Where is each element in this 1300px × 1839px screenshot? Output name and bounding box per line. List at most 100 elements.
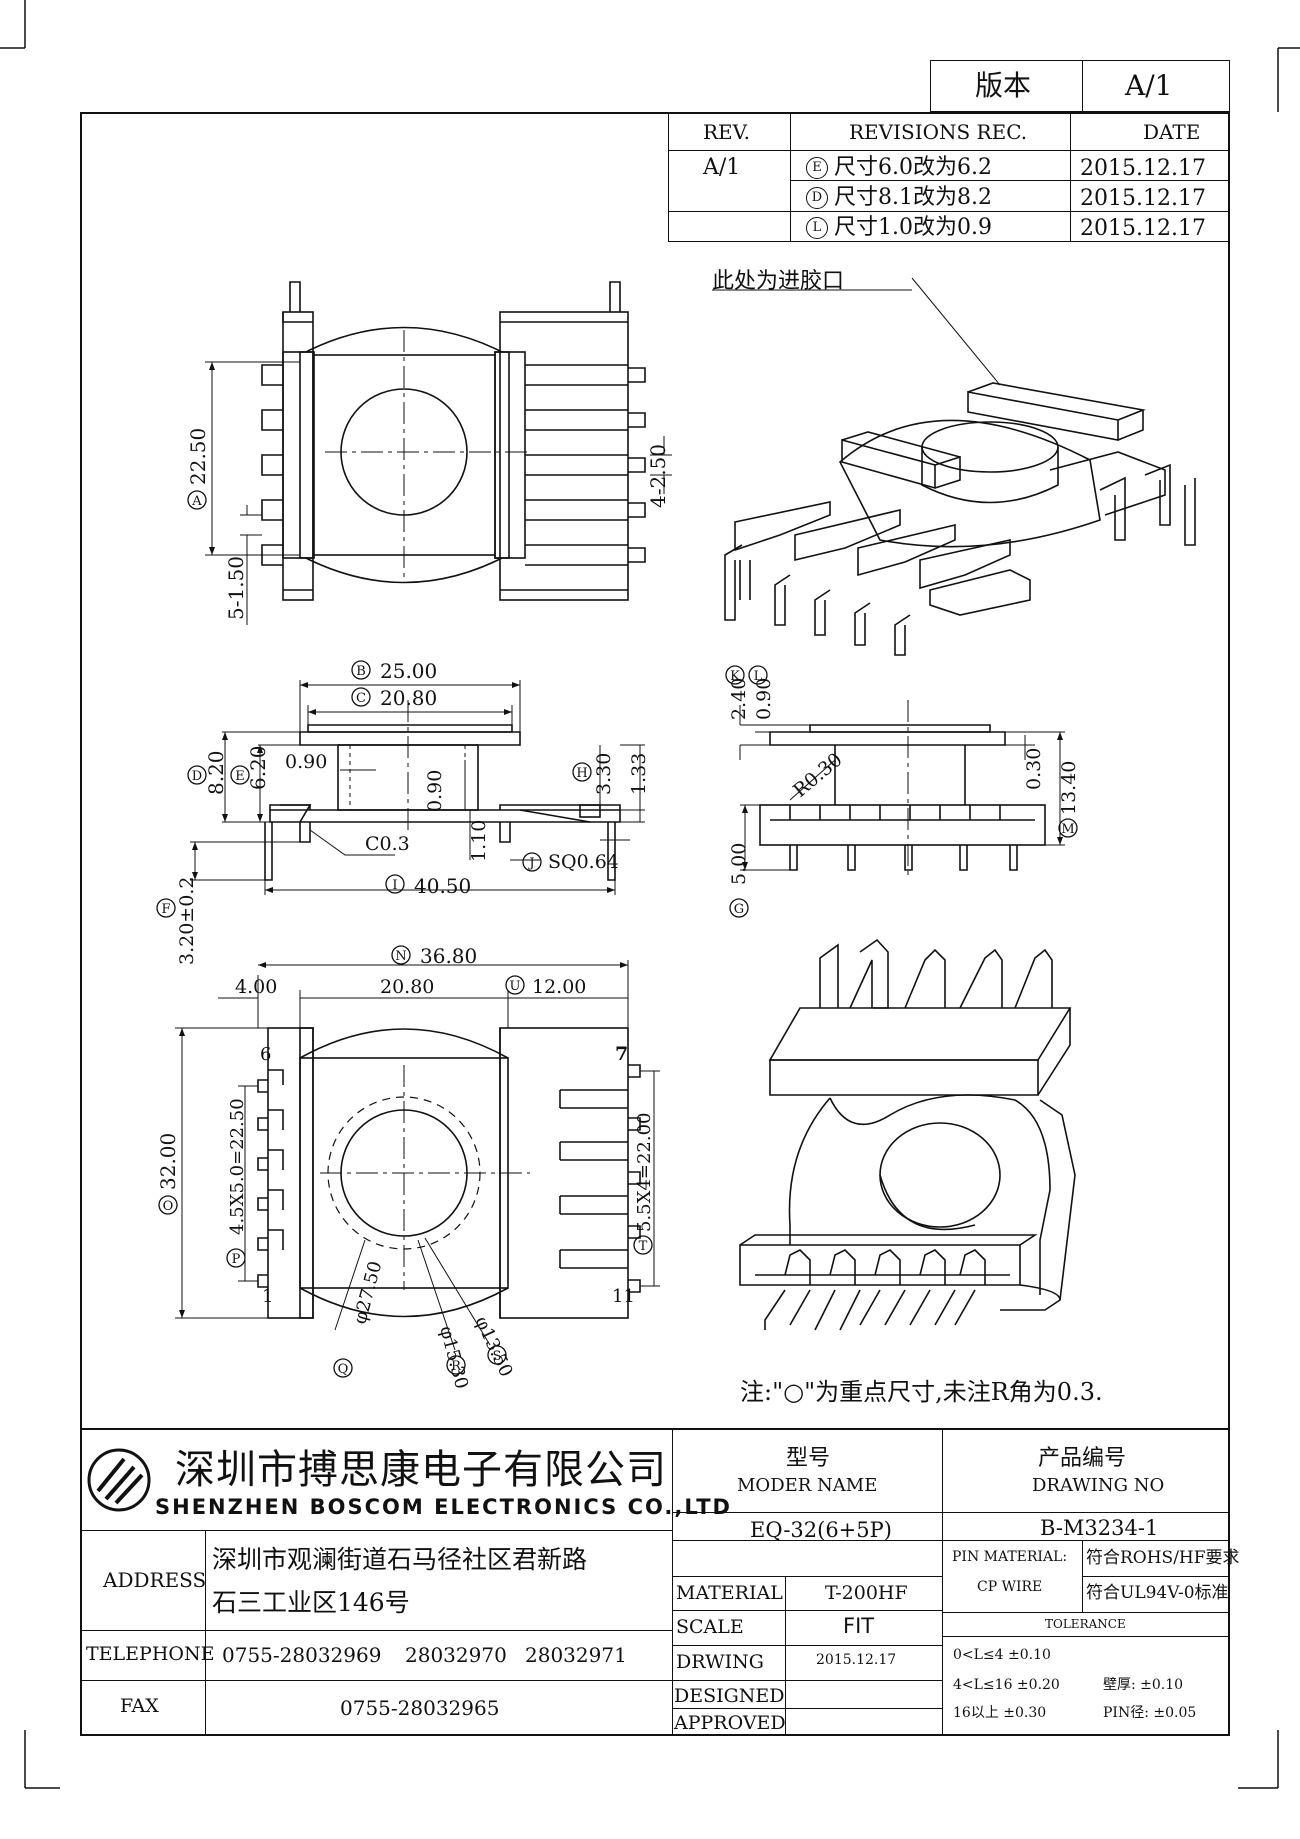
isometric-view-top <box>712 277 1196 656</box>
callout-e-icon: E <box>806 157 828 179</box>
company-logo-icon <box>87 1448 151 1512</box>
pin-1-label: 1 <box>262 1286 273 1307</box>
bottom-view <box>175 960 660 1351</box>
telephone-label: TELEPHONE <box>86 1643 215 1665</box>
telephone-2: 28032970 <box>405 1643 507 1667</box>
rev-value: A/1 <box>703 155 741 180</box>
pin-tolerance: PIN径: ±0.05 <box>1103 1705 1197 1721</box>
date-header: DATE <box>1143 120 1201 144</box>
fax-label: FAX <box>120 1695 159 1717</box>
svg-text:Q: Q <box>338 1362 349 1377</box>
revision-date: 2015.12.17 <box>1080 216 1206 241</box>
svg-text:J: J <box>527 856 534 871</box>
model-label-en: MODER NAME <box>737 1475 878 1496</box>
dim-l-label: 0.90 <box>753 678 775 720</box>
dim-k-label: 2.40 <box>728 678 750 720</box>
dim-wall-label: 0.90 <box>424 770 446 812</box>
titleblock-top-line <box>80 1428 1230 1430</box>
dim-m-label: 13.40 <box>1058 761 1080 815</box>
wall-tolerance: 壁厚: ±0.10 <box>1103 1677 1184 1693</box>
dim-r-label: φ15.30 <box>435 1324 472 1391</box>
dim-f-label: 3.20±0.2 <box>176 877 198 965</box>
svg-text:K: K <box>730 669 740 684</box>
version-value: A/1 <box>1125 69 1173 102</box>
fax-value: 0755-28032965 <box>340 1696 500 1720</box>
pin-material-label: PIN MATERIAL: <box>952 1549 1068 1565</box>
tolerance-label: TOLERANCE <box>1045 1617 1126 1631</box>
company-name-en: SHENZHEN BOSCOM ELECTRONICS CO.,LTD <box>155 1495 732 1519</box>
front-view <box>190 680 645 895</box>
svg-text:I: I <box>392 878 397 893</box>
dim-flange-label: 0.90 <box>285 751 327 773</box>
isometric-view-bottom <box>739 938 1076 1331</box>
dim-b-label: 25.00 <box>380 659 437 683</box>
dim-d-label: 8.20 <box>204 750 228 795</box>
telephone-1: 0755-28032969 <box>222 1643 382 1667</box>
drawing-label-en: DRAWING NO <box>1032 1475 1165 1496</box>
dim-pin-label: 5-1.50 <box>224 556 248 620</box>
address-label: ADDRESS <box>103 1568 207 1592</box>
svg-text:U: U <box>510 979 521 994</box>
address-line1: 深圳市观澜街道石马径社区君新路 <box>212 1545 588 1574</box>
svg-text:F: F <box>161 902 170 917</box>
svg-text:E: E <box>235 769 245 784</box>
dim-gap-label: 1.10 <box>468 820 490 862</box>
dim-a-label: 22.50 <box>186 428 210 485</box>
svg-text:C: C <box>356 691 366 706</box>
gate-note: 此处为进胶口 <box>712 269 844 294</box>
svg-text:L: L <box>754 669 763 684</box>
dim-pitch-label: 4-2.50 <box>646 444 670 508</box>
version-box <box>930 60 1230 112</box>
svg-text:A: A <box>191 494 202 509</box>
revision-text: 尺寸8.1改为8.2 <box>834 185 992 210</box>
revision-date: 2015.12.17 <box>1080 156 1206 181</box>
drwing-label: DRWING <box>676 1651 764 1673</box>
approved-label: APPROVED <box>674 1712 786 1734</box>
svg-text:H: H <box>576 766 587 781</box>
pin-material-value: CP WIRE <box>977 1579 1043 1595</box>
svg-text:G: G <box>734 902 744 917</box>
rev-header: REV. <box>703 120 750 144</box>
dim-n-label: 36.80 <box>420 944 477 968</box>
tolerance-1: 0<L≤4 ±0.10 <box>953 1647 1051 1663</box>
revision-date: 2015.12.17 <box>1080 186 1206 211</box>
callout-l-icon: L <box>806 217 828 239</box>
designed-label: DESIGNED <box>674 1685 785 1707</box>
dim-lip-label: 0.30 <box>1023 748 1045 790</box>
pin-7-label: 7 <box>615 1043 628 1065</box>
dim-mid-w-label: 20.80 <box>380 976 434 998</box>
address-line2: 石三工业区146号 <box>212 1588 410 1617</box>
material-label: MATERIAL <box>676 1582 783 1604</box>
svg-text:P: P <box>232 1252 241 1267</box>
material-value: T-200HF <box>825 1582 908 1604</box>
scale-value: FIT <box>843 1614 875 1638</box>
version-label: 版本 <box>975 69 1032 102</box>
svg-text:R: R <box>451 1359 462 1374</box>
scale-label: SCALE <box>676 1616 744 1638</box>
dim-u-label: 12.00 <box>532 976 586 998</box>
dim-i-label: 40.50 <box>414 874 471 898</box>
radius-label: R0.30 <box>789 749 847 802</box>
pin-11-label: 11 <box>612 1286 635 1307</box>
side-view <box>739 700 1065 880</box>
tolerance-3: 16以上 ±0.30 <box>953 1705 1047 1721</box>
svg-text:O: O <box>163 1199 174 1214</box>
pin-6-label: 6 <box>260 1044 271 1065</box>
revision-text: 尺寸1.0改为0.9 <box>834 215 992 240</box>
callout-d-icon: D <box>806 187 828 209</box>
revision-text: 尺寸6.0改为6.2 <box>834 155 992 180</box>
company-name-cn: 深圳市搏思康电子有限公司 <box>175 1447 667 1493</box>
rohs-compliance: 符合ROHS/HF要求 <box>1086 1548 1240 1568</box>
drwing-date: 2015.12.17 <box>816 1652 897 1668</box>
dim-right-small-label: 1.33 <box>628 753 650 795</box>
dim-c-label: 20.80 <box>380 686 437 710</box>
dim-o-label: 32.00 <box>156 1133 180 1190</box>
svg-text:M: M <box>1061 822 1074 837</box>
svg-text:D: D <box>192 769 202 784</box>
drawing-frame <box>80 112 1230 1736</box>
dim-h-label: 3.30 <box>593 753 615 795</box>
telephone-3: 28032971 <box>525 1643 627 1667</box>
